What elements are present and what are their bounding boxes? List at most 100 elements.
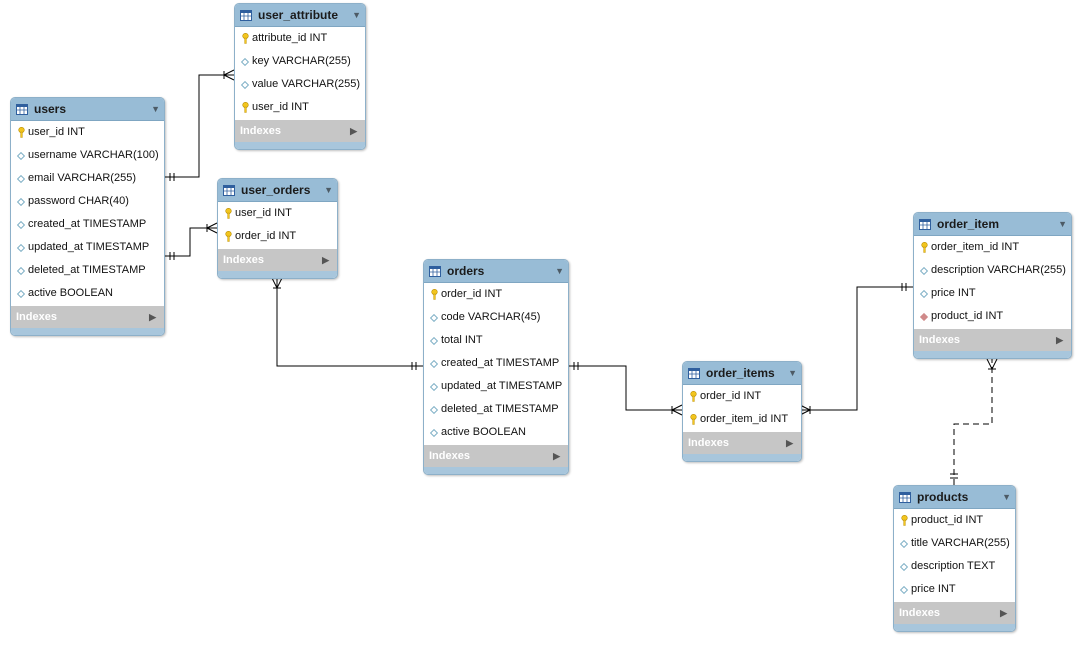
diamond-icon bbox=[429, 382, 439, 391]
relationship-line-5 bbox=[800, 286, 913, 411]
indexes-label: Indexes bbox=[223, 254, 264, 266]
key-icon bbox=[688, 391, 698, 402]
key-icon bbox=[223, 208, 233, 219]
column-row[interactable]: product_id INT bbox=[894, 509, 1015, 532]
column-row[interactable]: user_id INT bbox=[11, 121, 164, 144]
relationship-line-1 bbox=[163, 74, 234, 178]
diamond-icon bbox=[240, 57, 250, 66]
table-header[interactable]: products▼ bbox=[894, 486, 1015, 509]
column-label: description TEXT bbox=[911, 560, 996, 572]
column-row[interactable]: value VARCHAR(255) bbox=[235, 73, 365, 96]
column-row[interactable]: created_at TIMESTAMP bbox=[424, 352, 568, 375]
column-row[interactable]: order_item_id INT bbox=[914, 236, 1071, 259]
column-row[interactable]: username VARCHAR(100) bbox=[11, 144, 164, 167]
table-footer bbox=[218, 271, 337, 278]
key-icon bbox=[240, 33, 250, 44]
expand-triangle-right-icon[interactable]: ▶ bbox=[1056, 335, 1063, 345]
column-label: description VARCHAR(255) bbox=[931, 264, 1066, 276]
indexes-bar[interactable]: Indexes▶ bbox=[894, 602, 1015, 624]
expand-triangle-right-icon[interactable]: ▶ bbox=[350, 126, 357, 136]
column-row[interactable]: code VARCHAR(45) bbox=[424, 306, 568, 329]
table-header[interactable]: user_attribute▼ bbox=[235, 4, 365, 27]
diamond-icon bbox=[16, 174, 26, 183]
column-row[interactable]: key VARCHAR(255) bbox=[235, 50, 365, 73]
column-row[interactable]: order_id INT bbox=[424, 283, 568, 306]
indexes-bar[interactable]: Indexes▶ bbox=[11, 306, 164, 328]
expand-triangle-right-icon[interactable]: ▶ bbox=[553, 451, 560, 461]
column-row[interactable]: deleted_at TIMESTAMP bbox=[11, 259, 164, 282]
column-row[interactable]: title VARCHAR(255) bbox=[894, 532, 1015, 555]
relationship-6-start-one-marker bbox=[950, 473, 958, 479]
column-list: user_id INT order_id INT bbox=[218, 202, 337, 249]
column-row[interactable]: active BOOLEAN bbox=[11, 282, 164, 305]
key-icon bbox=[919, 242, 929, 253]
column-label: order_item_id INT bbox=[700, 413, 789, 425]
column-row[interactable]: deleted_at TIMESTAMP bbox=[424, 398, 568, 421]
column-row[interactable]: user_id INT bbox=[235, 96, 365, 119]
column-row[interactable]: order_id INT bbox=[683, 385, 801, 408]
table-grid-icon bbox=[919, 218, 931, 230]
relationship-3-start-one-marker bbox=[411, 362, 417, 370]
collapse-triangle-down-icon[interactable]: ▼ bbox=[1058, 219, 1067, 229]
indexes-bar[interactable]: Indexes ▶ bbox=[218, 249, 337, 271]
column-row[interactable]: updated_at TIMESTAMP bbox=[11, 236, 164, 259]
table-header[interactable]: orders▼ bbox=[424, 260, 568, 283]
indexes-bar[interactable]: Indexes▶ bbox=[683, 432, 801, 454]
indexes-bar[interactable]: Indexes ▶ bbox=[424, 445, 568, 467]
column-row[interactable]: updated_at TIMESTAMP bbox=[424, 375, 568, 398]
table-order-item[interactable]: order_item▼order_item_id INT description … bbox=[913, 212, 1072, 359]
table-header[interactable]: order_items▼ bbox=[683, 362, 801, 385]
column-label: user_id INT bbox=[235, 207, 292, 219]
column-row[interactable]: product_id INT bbox=[914, 305, 1071, 328]
column-label: order_id INT bbox=[235, 230, 297, 242]
table-orders[interactable]: orders▼order_id INT code VARCHAR(45) total… bbox=[423, 259, 569, 475]
table-user-orders[interactable]: user_orders▼ user_id INT order_id INT Index… bbox=[217, 178, 338, 279]
column-row[interactable]: total INT bbox=[424, 329, 568, 352]
indexes-bar[interactable]: Indexes▶ bbox=[235, 120, 365, 142]
column-row[interactable]: active BOOLEAN bbox=[424, 421, 568, 444]
key-icon bbox=[16, 127, 26, 138]
column-row[interactable]: email VARCHAR(255) bbox=[11, 167, 164, 190]
expand-triangle-right-icon[interactable]: ▶ bbox=[1000, 608, 1007, 618]
collapse-triangle-down-icon[interactable]: ▼ bbox=[788, 368, 797, 378]
diamond-icon bbox=[429, 313, 439, 322]
relationship-line-3 bbox=[276, 278, 423, 367]
relationship-4-end-many-marker bbox=[671, 404, 683, 416]
collapse-triangle-down-icon[interactable]: ▼ bbox=[1002, 492, 1011, 502]
column-label: created_at TIMESTAMP bbox=[441, 357, 560, 369]
table-grid-icon bbox=[899, 491, 911, 503]
collapse-triangle-down-icon[interactable]: ▼ bbox=[151, 104, 160, 114]
expand-triangle-right-icon[interactable]: ▶ bbox=[322, 255, 329, 265]
table-order-items[interactable]: order_items▼order_id INT order_item_id IN… bbox=[682, 361, 802, 462]
column-row[interactable]: user_id INT bbox=[218, 202, 337, 225]
table-header[interactable]: user_orders▼ bbox=[218, 179, 337, 202]
table-header[interactable]: users▼ bbox=[11, 98, 164, 121]
collapse-triangle-down-icon[interactable]: ▼ bbox=[352, 10, 361, 20]
column-row[interactable]: order_item_id INT bbox=[683, 408, 801, 431]
column-row[interactable]: attribute_id INT bbox=[235, 27, 365, 50]
column-label: code VARCHAR(45) bbox=[441, 311, 541, 323]
collapse-triangle-down-icon[interactable]: ▼ bbox=[324, 185, 333, 195]
column-row[interactable]: password CHAR(40) bbox=[11, 190, 164, 213]
table-header[interactable]: order_item▼ bbox=[914, 213, 1071, 236]
collapse-triangle-down-icon[interactable]: ▼ bbox=[555, 266, 564, 276]
relationship-2-start-one-marker bbox=[169, 252, 175, 260]
table-footer bbox=[683, 454, 801, 461]
column-row[interactable]: price INT bbox=[914, 282, 1071, 305]
diamond-icon bbox=[16, 197, 26, 206]
expand-triangle-right-icon[interactable]: ▶ bbox=[149, 312, 156, 322]
column-row[interactable]: price INT bbox=[894, 578, 1015, 601]
diamond-icon bbox=[919, 289, 929, 298]
indexes-label: Indexes bbox=[429, 450, 470, 462]
column-list: order_item_id INT description VARCHAR(255… bbox=[914, 236, 1071, 329]
expand-triangle-right-icon[interactable]: ▶ bbox=[786, 438, 793, 448]
indexes-bar[interactable]: Indexes▶ bbox=[914, 329, 1071, 351]
column-row[interactable]: description TEXT bbox=[894, 555, 1015, 578]
column-row[interactable]: order_id INT bbox=[218, 225, 337, 248]
column-row[interactable]: description VARCHAR(255) bbox=[914, 259, 1071, 282]
diamond-icon bbox=[16, 151, 26, 160]
column-row[interactable]: created_at TIMESTAMP bbox=[11, 213, 164, 236]
